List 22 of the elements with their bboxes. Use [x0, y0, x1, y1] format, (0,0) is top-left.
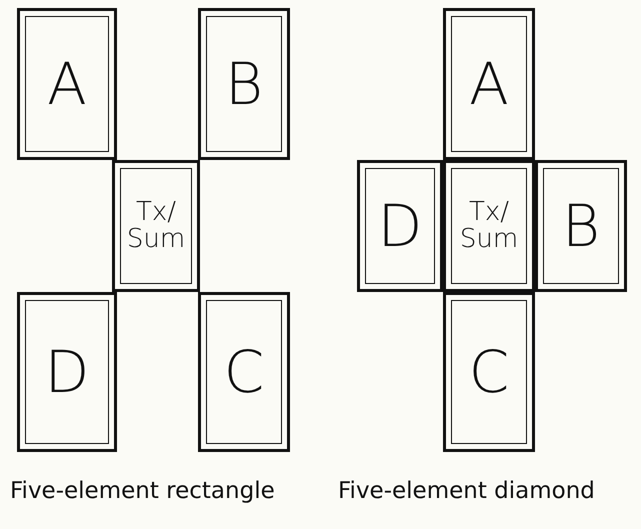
double-border-box: [443, 160, 535, 292]
box-label: D: [378, 197, 422, 255]
box-label: B: [562, 197, 600, 255]
box-label: D: [44, 343, 90, 401]
box-label: B: [225, 55, 263, 113]
box-label: A: [469, 55, 509, 113]
double-border-box: [112, 160, 200, 292]
caption: Five-element diamond: [338, 478, 595, 504]
double-border-box: [198, 292, 290, 452]
double-border-box: [443, 8, 535, 160]
double-border-box: [535, 160, 627, 292]
box-label: C: [224, 343, 264, 401]
double-border-box: [198, 8, 290, 160]
caption: Five-element rectangle: [10, 478, 275, 504]
box-label: A: [47, 55, 87, 113]
double-border-box: [443, 292, 535, 452]
box-label: C: [468, 343, 510, 401]
box-label: Tx/ Sum: [459, 198, 519, 254]
box-label: Tx/ Sum: [126, 198, 186, 254]
double-border-box: [17, 8, 117, 160]
double-border-box: [357, 160, 443, 292]
double-border-box: [17, 292, 117, 452]
